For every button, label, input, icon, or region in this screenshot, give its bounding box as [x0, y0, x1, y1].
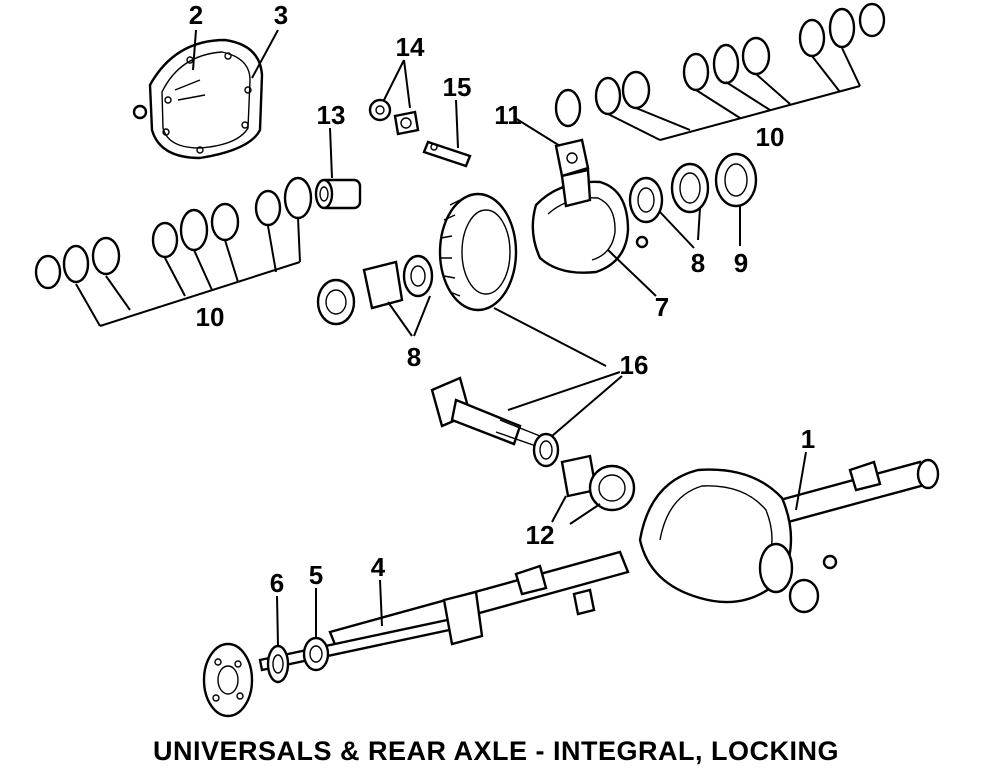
callout-labels: 2 3 14 15 13 11 10 8 9 7 10 8 16 1 12 4 …: [189, 0, 815, 598]
callout-15: 15: [443, 72, 472, 102]
callout-4: 4: [371, 552, 386, 582]
callout-3: 3: [274, 0, 288, 30]
axle-housing: [328, 458, 940, 654]
callout-8-right: 8: [691, 248, 705, 278]
diagram-caption: UNIVERSALS & REAR AXLE - INTEGRAL, LOCKI…: [152, 736, 840, 766]
drive-pinion: [430, 376, 541, 447]
axle-bearing: [302, 636, 330, 672]
carrier-bearing-left: [316, 254, 434, 326]
callout-16: 16: [620, 350, 649, 380]
callout-1: 1: [801, 424, 815, 454]
callout-5: 5: [309, 560, 323, 590]
callout-14: 14: [396, 32, 425, 62]
differential-case: [531, 168, 649, 274]
callout-10-left: 10: [196, 302, 225, 332]
callout-10-right: 10: [756, 122, 785, 152]
clutch-block: [554, 138, 590, 178]
axle-seal: [266, 644, 290, 684]
callout-2: 2: [189, 0, 203, 30]
side-gear-pinions: [368, 98, 420, 136]
callout-11: 11: [494, 100, 522, 130]
callout-8-left: 8: [407, 342, 421, 372]
callout-9: 9: [734, 248, 748, 278]
side-gear: [314, 178, 362, 210]
callout-13: 13: [317, 100, 346, 130]
pinion-bearings: [560, 454, 636, 512]
callout-7: 7: [655, 292, 669, 322]
callout-12: 12: [526, 520, 555, 550]
shim-washer-pack-right: [554, 2, 886, 128]
ring-gear: [438, 192, 518, 312]
differential-cover: [132, 38, 264, 160]
cross-shaft-pin: [422, 140, 472, 168]
callout-6: 6: [270, 568, 284, 598]
bearing-cup: [714, 152, 758, 208]
carrier-bearing-right: [628, 162, 710, 224]
